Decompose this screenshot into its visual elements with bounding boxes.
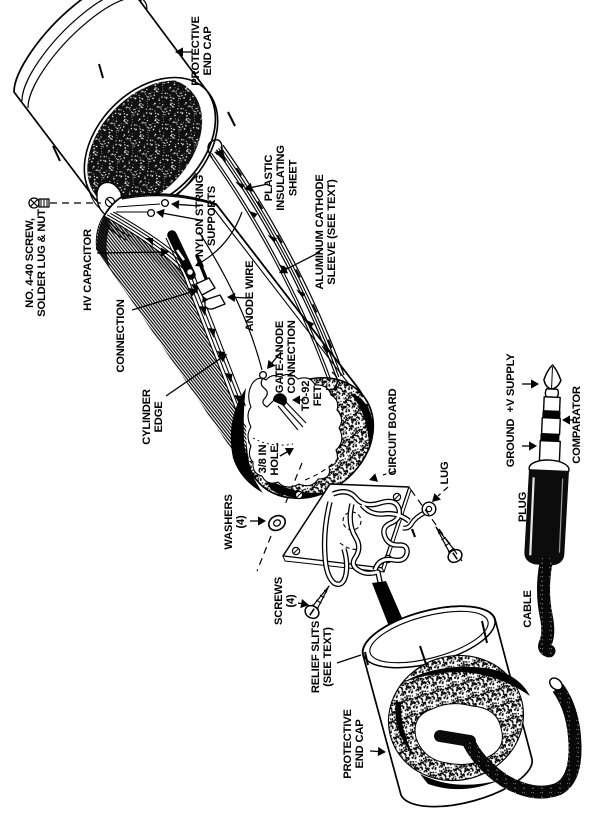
svg-text:3/8 IN: 3/8 IN [257,445,269,474]
svg-text:COMPARATOR: COMPARATOR [571,386,583,464]
svg-text:RELIEF SLITS: RELIEF SLITS [310,620,322,693]
svg-text:HOLE.: HOLE. [269,442,281,475]
svg-text:CYLINDER: CYLINDER [141,389,153,445]
svg-text:CABLE: CABLE [522,590,534,628]
svg-text:GROUND: GROUND [505,419,517,468]
svg-text:LUG: LUG [439,461,451,485]
svg-text:EDGE: EDGE [153,401,165,433]
svg-text:CONNECTION: CONNECTION [286,320,298,393]
svg-text:CIRCUIT BOARD: CIRCUIT BOARD [387,388,399,475]
svg-text:PLASTIC: PLASTIC [263,155,275,202]
svg-text:HV CAPACITOR: HV CAPACITOR [82,229,94,311]
svg-text:INSULATING: INSULATING [275,145,287,211]
svg-text:CONNECTION: CONNECTION [115,299,127,372]
svg-text:(SEE TEXT): (SEE TEXT) [322,627,334,687]
svg-text:SUPPORTS: SUPPORTS [206,185,218,246]
svg-text:GATE-ANODE: GATE-ANODE [274,320,286,393]
svg-text:END CAP: END CAP [354,719,366,769]
svg-text:FET: FET [312,385,324,406]
svg-text:(4): (4) [235,515,247,529]
svg-text:+V SUPPLY: +V SUPPLY [505,353,517,413]
svg-text:NO. 4-40 SCREW,: NO. 4-40 SCREW, [24,218,36,308]
svg-text:SOLDER LUG & NUT: SOLDER LUG & NUT [36,209,48,317]
svg-text:PROTECTIVE: PROTECTIVE [342,709,354,779]
svg-text:TO-92: TO-92 [300,381,312,412]
svg-text:ANODE WIRE: ANODE WIRE [244,260,256,331]
svg-text:PROTECTIVE: PROTECTIVE [190,16,202,86]
svg-text:SHEET: SHEET [287,159,299,196]
svg-text:NYLON STRING: NYLON STRING [194,174,206,257]
svg-text:WASHERS: WASHERS [223,494,235,550]
svg-text:SCREWS: SCREWS [273,576,285,625]
svg-text:PLUG: PLUG [517,491,529,522]
svg-text:ALUMINUM CATHODE: ALUMINUM CATHODE [314,174,326,290]
svg-text:SLEEVE (SEE TEXT): SLEEVE (SEE TEXT) [326,179,338,285]
svg-text:END CAP: END CAP [202,26,214,76]
svg-text:(4): (4) [285,594,297,608]
